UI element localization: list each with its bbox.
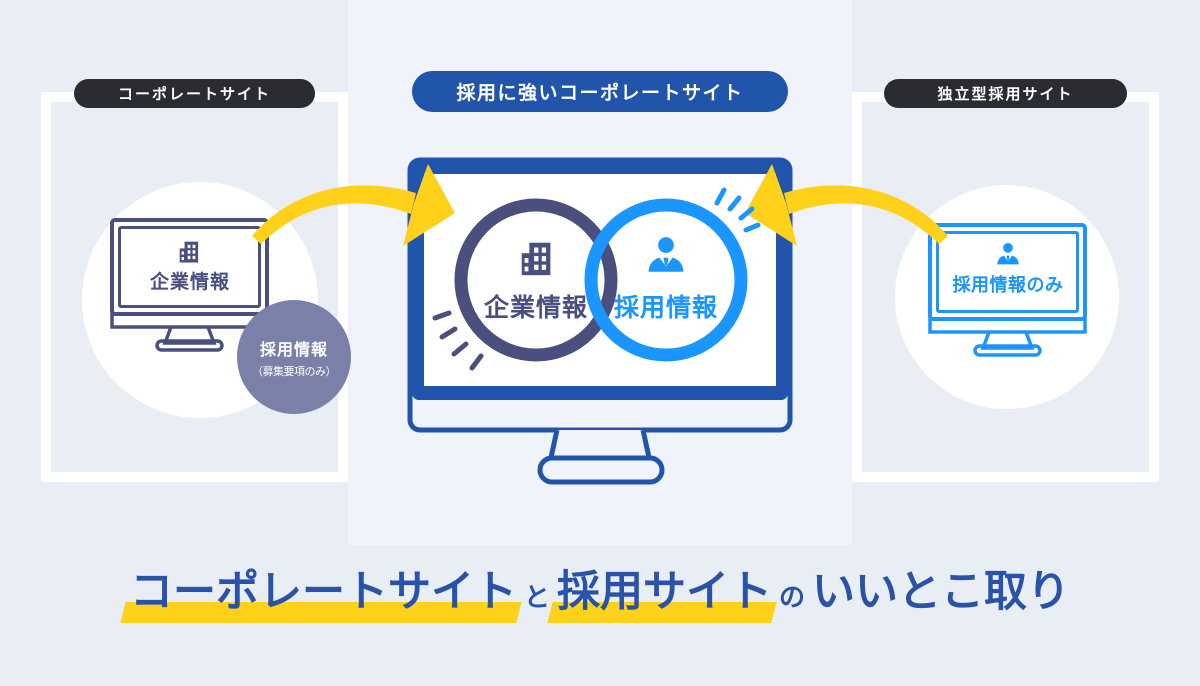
title-recruit-site: 採用サイト	[547, 557, 777, 623]
building-icon	[179, 241, 199, 263]
badge-line1: 採用情報	[259, 341, 328, 359]
title-connector-no: の	[779, 582, 806, 612]
title-part1-text: コーポレートサイト	[129, 568, 517, 616]
left-monitor-screen-label: 企業情報	[149, 272, 230, 293]
bottom-title: コーポレートサイトと採用サイトのいいとこ取り	[0, 557, 1200, 623]
right-monitor-screen-label: 採用情報のみ	[952, 275, 1064, 295]
center-panel-label-pill: 採用に強いコーポレートサイト	[412, 71, 788, 112]
title-connector-to: と	[523, 582, 550, 612]
recruit-info-badge: 採用情報 （募集要項のみ）	[237, 300, 351, 414]
title-part3-text: いいとこ取り	[812, 568, 1071, 616]
left-panel-label-pill: コーポレートサイト	[74, 79, 315, 108]
person-icon	[648, 237, 684, 272]
right-monitor-illustration	[928, 223, 1087, 357]
right-panel-label-pill: 独立型採用サイト	[884, 79, 1127, 108]
person-icon	[997, 242, 1019, 265]
title-corporate-site: コーポレートサイト	[120, 557, 522, 623]
title-part2-text: 採用サイト	[557, 568, 772, 616]
center-recruit-label: 採用情報	[613, 294, 718, 322]
badge-line2: （募集要項のみ）	[252, 365, 337, 378]
center-monitor-illustration	[407, 157, 793, 485]
center-company-label: 企業情報	[483, 294, 588, 322]
building-icon	[521, 242, 551, 276]
